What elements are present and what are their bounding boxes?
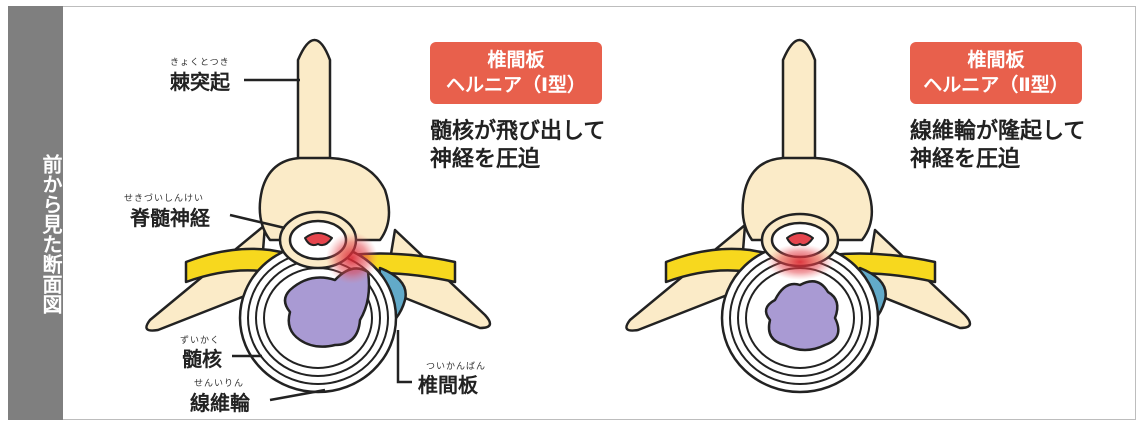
badge-type1-line2: ヘルニア（Ⅰ型）	[445, 74, 587, 96]
label-disc-ruby: ついかんばん	[426, 362, 487, 372]
label-nucleus: 髄核	[182, 347, 222, 371]
left-compression-glow	[326, 232, 378, 284]
desc-type2-line1: 線維輪が隆起して	[910, 119, 1086, 144]
badge-type2-line2: ヘルニア（Ⅱ型）	[923, 74, 1069, 96]
badge-type1-line1: 椎間板	[487, 49, 545, 71]
leader-annulus	[269, 388, 326, 402]
label-spinous-ruby: きょくとつき	[170, 58, 230, 68]
badge-type2-line1: 椎間板	[967, 49, 1025, 71]
label-annulus-ruby: せんいりん	[194, 379, 245, 389]
right-compression-glow	[766, 244, 834, 280]
desc-type2: 線維輪が隆起して 神経を圧迫	[910, 118, 1085, 174]
desc-type1-line2: 神経を圧迫	[430, 147, 541, 172]
label-spinous: 棘突起	[170, 70, 230, 94]
desc-type1: 髄核が飛び出して 神経を圧迫	[430, 118, 605, 174]
sidebar: 前から見た断面図	[8, 6, 63, 420]
right-nucleus	[764, 280, 840, 352]
label-spinal: 脊髄神経	[130, 206, 210, 230]
label-annulus: 線維輪	[190, 391, 250, 415]
leader-spinal	[229, 213, 286, 230]
desc-type2-line2: 神経を圧迫	[910, 147, 1021, 172]
desc-type1-line1: 髄核が飛び出して	[430, 119, 606, 144]
badge-type2: 椎間板 ヘルニア（Ⅱ型）	[910, 42, 1082, 104]
label-nucleus-ruby: ずいかく	[180, 336, 221, 346]
label-disc: 椎間板	[418, 373, 478, 397]
badge-type1: 椎間板 ヘルニア（Ⅰ型）	[430, 42, 602, 104]
side-title: 前から見た断面図	[39, 154, 63, 314]
leader-disc	[396, 330, 412, 384]
label-spinal-ruby: せきづいしんけい	[124, 194, 205, 204]
